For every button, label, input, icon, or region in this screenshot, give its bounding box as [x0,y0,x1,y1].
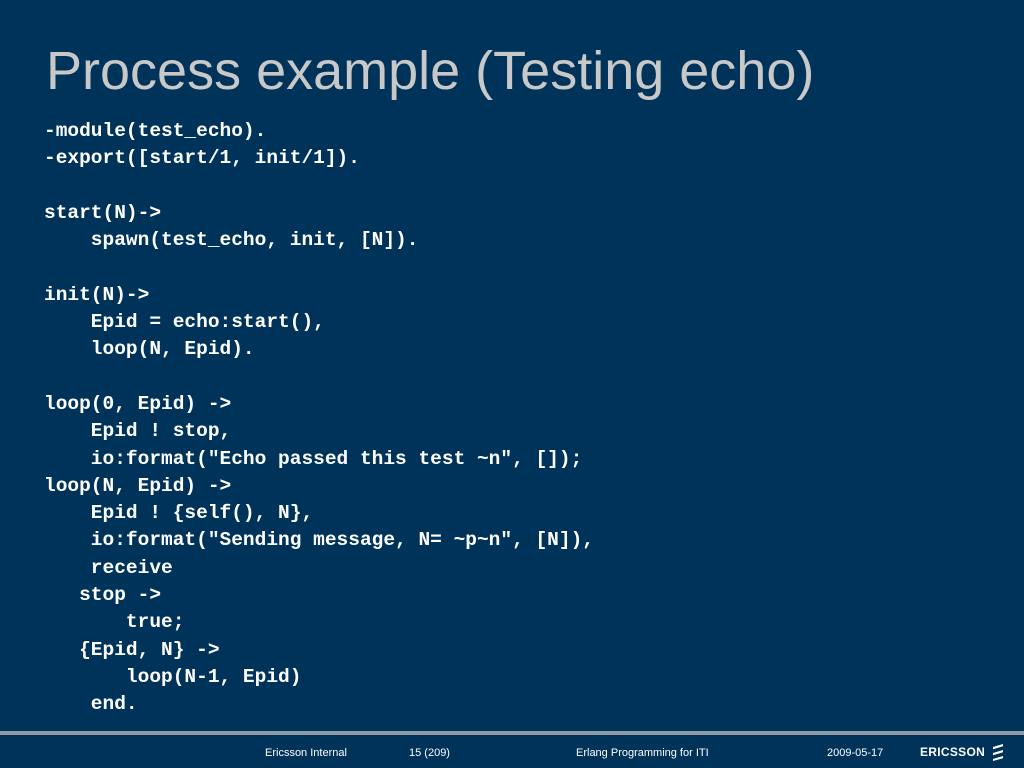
code-line: loop(0, Epid) -> [44,392,232,415]
slide-title: Process example (Testing echo) [46,41,815,101]
slide-footer: Ericsson Internal 15 (209) Erlang Progra… [0,735,1024,768]
code-line: loop(N, Epid) -> [44,474,232,497]
code-line: receive [44,556,173,579]
code-line [44,254,1004,281]
code-line: loop(N, Epid). [44,338,255,361]
code-line: init(N)-> [44,283,150,306]
code-line: -export([start/1, init/1]). [44,147,360,170]
code-line: true; [44,611,185,634]
code-line: spawn(test_echo, init, [N]). [44,229,419,252]
footer-divider [0,731,1024,735]
footer-page-number: 15 (209) [409,747,450,759]
code-block: -module(test_echo). -export([start/1, in… [44,118,1004,719]
code-line: start(N)-> [44,201,162,224]
ericsson-logo: ERICSSON [920,742,1005,762]
code-line: io:format("Echo passed this test ~n", []… [44,447,583,470]
footer-presentation-title: Erlang Programming for ITI [576,747,709,759]
footer-classification: Ericsson Internal [265,747,347,759]
code-line: loop(N-1, Epid) [44,665,302,688]
code-line: Epid ! {self(), N}, [44,502,314,525]
footer-date: 2009-05-17 [827,747,884,759]
code-line: io:format("Sending message, N= ~p~n", [N… [44,529,594,552]
code-line: Epid = echo:start(), [44,311,325,334]
code-line: stop -> [44,584,162,607]
code-line: end. [44,693,138,716]
ericsson-logo-text: ERICSSON [920,745,986,759]
code-line [44,173,1004,200]
code-line: -module(test_echo). [44,120,267,142]
code-line: {Epid, N} -> [44,638,220,661]
code-line [44,364,1004,391]
ericsson-logo-icon [993,744,1004,761]
code-line: Epid ! stop, [44,420,232,443]
